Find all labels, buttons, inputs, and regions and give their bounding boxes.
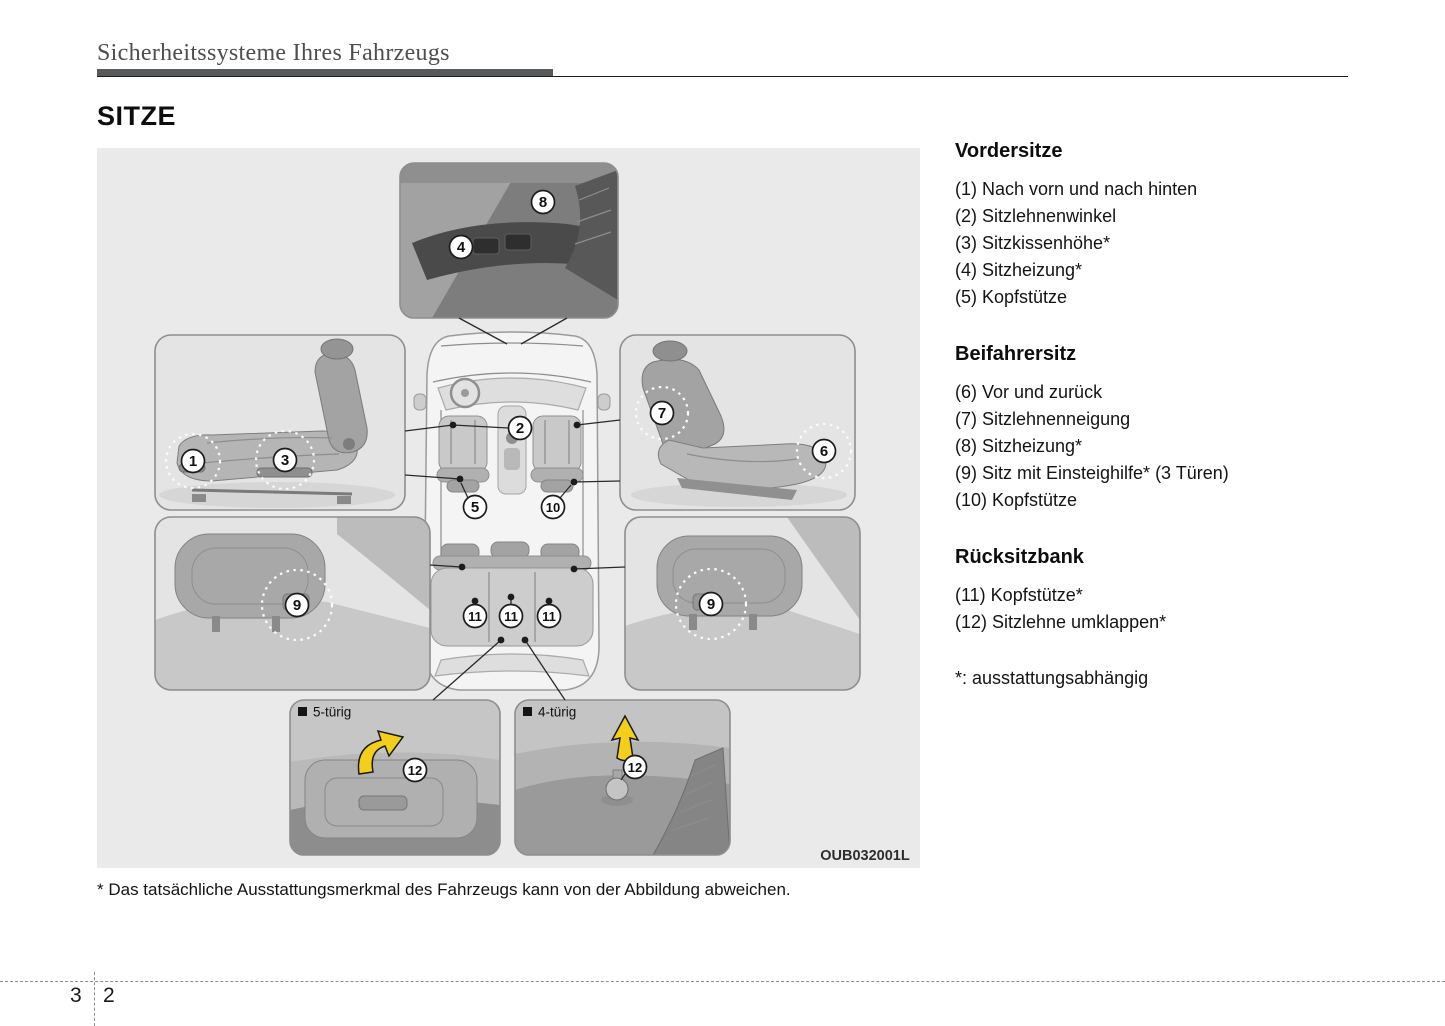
legend-item: (3) Sitzkissenhöhe* (955, 233, 1111, 253)
svg-text:6: 6 (820, 443, 828, 460)
equipment-dependency-note: *: ausstattungsabhängig (955, 668, 1149, 688)
headrest (652, 340, 688, 362)
car-passenger-seat (530, 415, 584, 493)
legend-item: (10) Kopfstütze (955, 490, 1078, 510)
car-driver-seat (436, 415, 490, 493)
footer-page-number: 2 (103, 984, 115, 1007)
seat-base (677, 478, 797, 500)
panel-door-controls (400, 163, 618, 318)
callout-9-right: 9 (698, 591, 724, 617)
legend-list-front-seats: (1) Nach vorn und nach hinten (2) Sitzle… (955, 176, 1365, 311)
svg-text:7: 7 (658, 405, 666, 422)
callout-5: 5 (462, 494, 488, 520)
seat-rails (191, 488, 353, 496)
svg-text:5-türig: 5-türig (313, 705, 351, 720)
svg-text:2: 2 (516, 420, 524, 437)
legend-item: (11) Kopfstütze* (955, 585, 1083, 605)
legend-column: Vordersitze (1) Nach vorn und nach hinte… (955, 140, 1365, 689)
headrest (656, 535, 803, 617)
square-bullet-icon (298, 707, 307, 716)
svg-text:3: 3 (281, 452, 289, 469)
seat-heater-button (472, 237, 500, 255)
recline-knob (343, 438, 355, 450)
legend-heading-rear-bench: Rücksitzbank (955, 546, 1084, 568)
square-bullet-icon (523, 707, 532, 716)
running-header-title: Sicherheitssysteme Ihres Fahrzeugs (97, 40, 450, 66)
label-5-door: 5-türig (298, 705, 351, 720)
footer-dashed-divider (94, 972, 95, 1026)
svg-text:8: 8 (539, 194, 547, 211)
panel-driver-seat (155, 335, 405, 510)
svg-text:5: 5 (471, 499, 479, 516)
legend-item: (12) Sitzlehne umklappen* (955, 612, 1167, 632)
headrest-seam (672, 548, 786, 604)
callout-2: 2 (507, 415, 533, 441)
svg-text:1: 1 (189, 453, 197, 470)
legend-list-rear-bench: (11) Kopfstütze* (12) Sitzlehne umklappe… (955, 582, 1365, 636)
gear-boot (565, 170, 618, 300)
callout-12-left: 12 (402, 757, 428, 783)
callout-4: 4 (448, 234, 474, 260)
leader-lines (404, 317, 628, 781)
figure-footnote: * Das tatsächliche Ausstattungsmerkmal d… (97, 880, 791, 899)
callout-6: 6 (811, 438, 837, 464)
callout-11-a: 11 (462, 603, 488, 629)
legend-item: (8) Sitzheizung* (955, 436, 1083, 456)
headrest (320, 338, 354, 360)
footer-dashed-rule (0, 981, 1445, 982)
right-mirror (597, 393, 611, 411)
callout-10: 10 (540, 494, 566, 520)
header-underline-bar (97, 69, 553, 77)
callout-9-left: 9 (284, 592, 310, 618)
panel-rear-headrest-left (155, 517, 430, 690)
label-4-door: 4-türig (523, 705, 576, 720)
seat-back (314, 353, 368, 454)
panel-rear-headrest-right (625, 517, 860, 690)
car-top-view (413, 331, 611, 691)
legend-heading-front-seats: Vordersitze (955, 140, 1063, 162)
fold-arrow-icon (357, 729, 405, 775)
svg-text:12: 12 (408, 763, 422, 778)
svg-text:11: 11 (504, 609, 518, 624)
legend-heading-passenger-seat: Beifahrersitz (955, 343, 1077, 365)
legend-item: (5) Kopfstütze (955, 287, 1068, 307)
headrest-seam (191, 547, 309, 605)
rear-window (434, 653, 590, 677)
legend-list-passenger-seat: (6) Vor und zurück (7) Sitzlehnenneigung… (955, 379, 1365, 514)
svg-text:4-türig: 4-türig (538, 705, 576, 720)
callout-11-b: 11 (498, 603, 524, 629)
seats-figure: 5-türig 4-türig (97, 148, 920, 868)
header-rule (97, 76, 1348, 77)
callout-3: 3 (272, 447, 298, 473)
svg-text:4: 4 (457, 239, 466, 256)
callout-12-right: 12 (622, 754, 648, 780)
svg-text:11: 11 (542, 609, 556, 624)
legend-item: (6) Vor und zurück (955, 382, 1103, 402)
legend-item: (1) Nach vorn und nach hinten (955, 179, 1198, 199)
seats-diagram-svg: 5-türig 4-türig (97, 148, 920, 868)
svg-text:9: 9 (707, 596, 715, 613)
release-knob (605, 777, 629, 801)
callout-11-c: 11 (536, 603, 562, 629)
legend-item: (2) Sitzlehnenwinkel (955, 206, 1117, 226)
legend-item: (4) Sitzheizung* (955, 260, 1083, 280)
callout-8: 8 (530, 189, 556, 215)
legend-item: (7) Sitzlehnenneigung (955, 409, 1131, 429)
page-title: SITZE (97, 101, 177, 131)
footer-chapter-number: 3 (70, 984, 82, 1007)
left-mirror (413, 393, 427, 411)
panel-5-door (290, 700, 500, 855)
legend-item: (9) Sitz mit Einsteighilfe* (3 Türen) (955, 463, 1229, 483)
figure-code: OUB032001L (820, 848, 910, 864)
svg-text:12: 12 (628, 760, 642, 775)
svg-text:9: 9 (293, 597, 301, 614)
callout-1: 1 (180, 448, 206, 474)
svg-text:11: 11 (468, 609, 482, 624)
callout-7: 7 (649, 400, 675, 426)
fold-strap (358, 795, 408, 811)
seat-belt-strap (652, 747, 730, 855)
seat-heater-button (504, 233, 532, 251)
svg-text:10: 10 (546, 500, 560, 515)
